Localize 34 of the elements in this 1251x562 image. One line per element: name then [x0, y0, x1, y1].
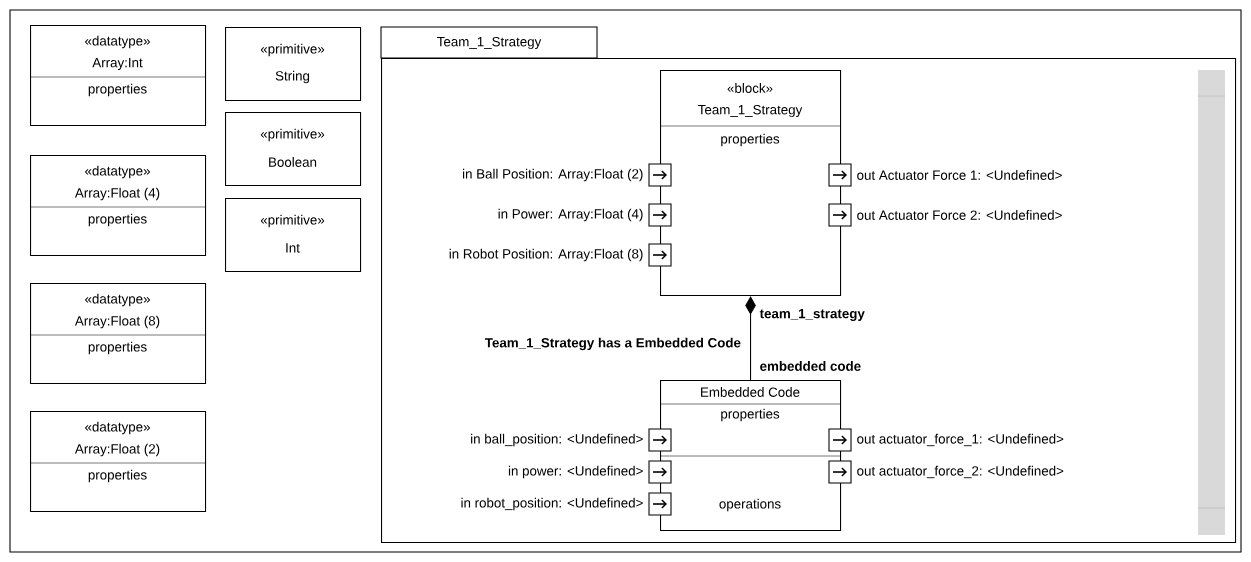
- datatype-box: «datatype» Array:Float (8) properties: [29, 283, 207, 385]
- block-box: «block» Team_1_Strategy properties: [659, 70, 842, 297]
- block-box: Embedded Code properties operations: [659, 380, 842, 532]
- primitive-box: «primitive» Boolean: [225, 112, 362, 187]
- port-label: in Ball Position: Array:Float (2): [463, 168, 643, 182]
- port-label: in ball_position: <Undefined>: [471, 433, 643, 447]
- node-label: Team_1_Strategy: [437, 36, 542, 50]
- port: [648, 428, 672, 452]
- port-label: in power: <Undefined>: [508, 465, 643, 479]
- port-label: out Actuator Force 1: <Undefined>: [857, 170, 1062, 180]
- port-label: out Actuator Force 2: <Undefined>: [857, 210, 1062, 220]
- port-label: in Robot Position: Array:Float (8): [449, 248, 643, 262]
- port: [648, 492, 672, 516]
- datatype-box: «datatype» Array:Int properties: [29, 25, 207, 127]
- datatype-box: «datatype» Array:Float (4) properties: [29, 155, 207, 257]
- primitive-box: «primitive» Int: [225, 198, 362, 273]
- port: [648, 203, 672, 227]
- role-label: team_1_strategy: [759, 309, 865, 321]
- port: [828, 163, 852, 187]
- primitive-box: «primitive» String: [225, 27, 362, 102]
- port: [828, 428, 852, 452]
- role-label: embedded code: [760, 361, 861, 371]
- port: [648, 163, 672, 187]
- port: [648, 243, 672, 267]
- datatype-box: «datatype» Array:Float (2) properties: [29, 411, 207, 513]
- port-label: in robot_position: <Undefined>: [461, 497, 643, 511]
- port-label: out actuator_force_1: <Undefined>: [857, 433, 1064, 447]
- composition-line: [745, 296, 756, 381]
- edge-label: Team_1_Strategy has a Embedded Code: [483, 336, 743, 352]
- port-label: in Power: Array:Float (4): [498, 208, 643, 222]
- port: [648, 460, 672, 484]
- port: [828, 203, 852, 227]
- port-label: out actuator_force_2: <Undefined>: [857, 465, 1064, 479]
- port: [828, 460, 852, 484]
